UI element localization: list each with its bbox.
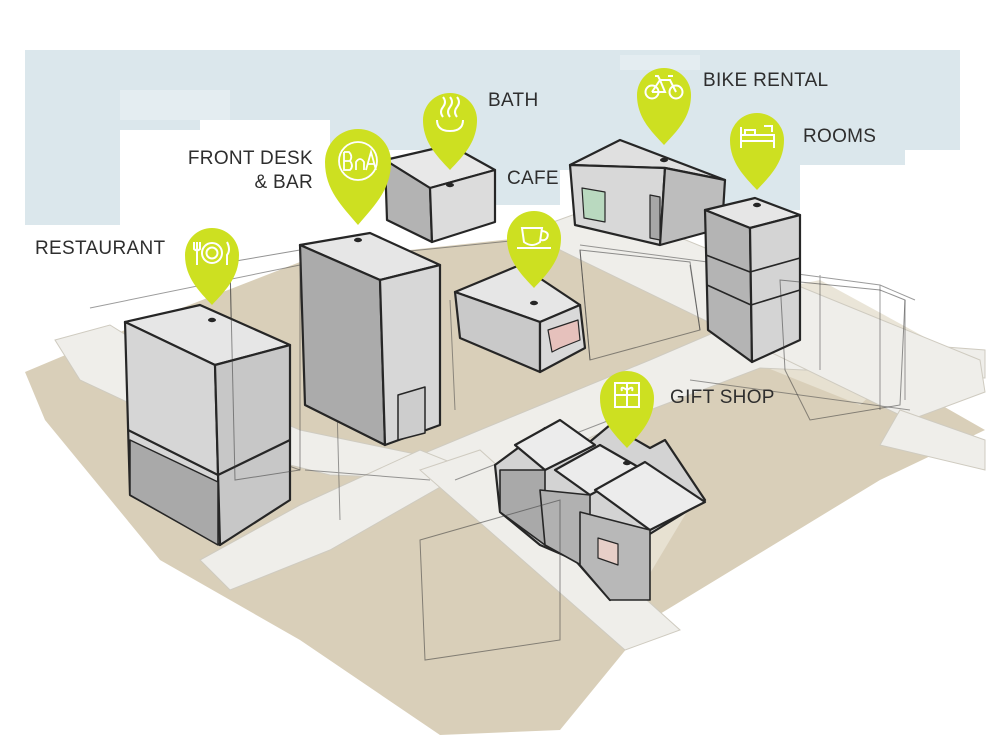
cafe-building (453, 263, 587, 374)
bath-label: BATH (488, 90, 539, 111)
front-desk-building (298, 231, 442, 447)
gift-shop-building (493, 418, 707, 602)
gift-box-icon (614, 382, 640, 408)
bath-building (383, 143, 497, 244)
rooms-label: ROOMS (803, 126, 877, 147)
restaurant-pin[interactable] (184, 227, 239, 323)
restaurant-label: RESTAURANT (35, 238, 166, 259)
front-desk-pin[interactable] (325, 129, 391, 243)
skyline (25, 50, 960, 225)
bike-rental-label: BIKE RENTAL (703, 70, 829, 91)
rooms-building (703, 196, 802, 364)
bike-rental-pin[interactable] (637, 68, 691, 163)
plate-fork-knife-icon (193, 241, 230, 265)
front-desk-label-line1: FRONT DESK (187, 148, 313, 169)
cafe-pin[interactable] (507, 211, 561, 306)
bed-icon (740, 125, 775, 148)
ghost-blocks (229, 249, 906, 661)
cafe-label: CAFE (507, 168, 559, 189)
bar-logo-icon (338, 141, 378, 181)
hot-spring-icon (436, 96, 464, 133)
bicycle-icon (644, 75, 684, 100)
bath-pin[interactable] (422, 92, 477, 188)
gift-shop-label: GIFT SHOP (670, 387, 775, 408)
restaurant-building (123, 303, 292, 547)
coffee-cup-icon (517, 227, 551, 249)
rooms-pin[interactable] (730, 113, 784, 208)
front-desk-label-line2: & BAR (254, 172, 313, 193)
gift-shop-pin[interactable] (600, 371, 654, 466)
